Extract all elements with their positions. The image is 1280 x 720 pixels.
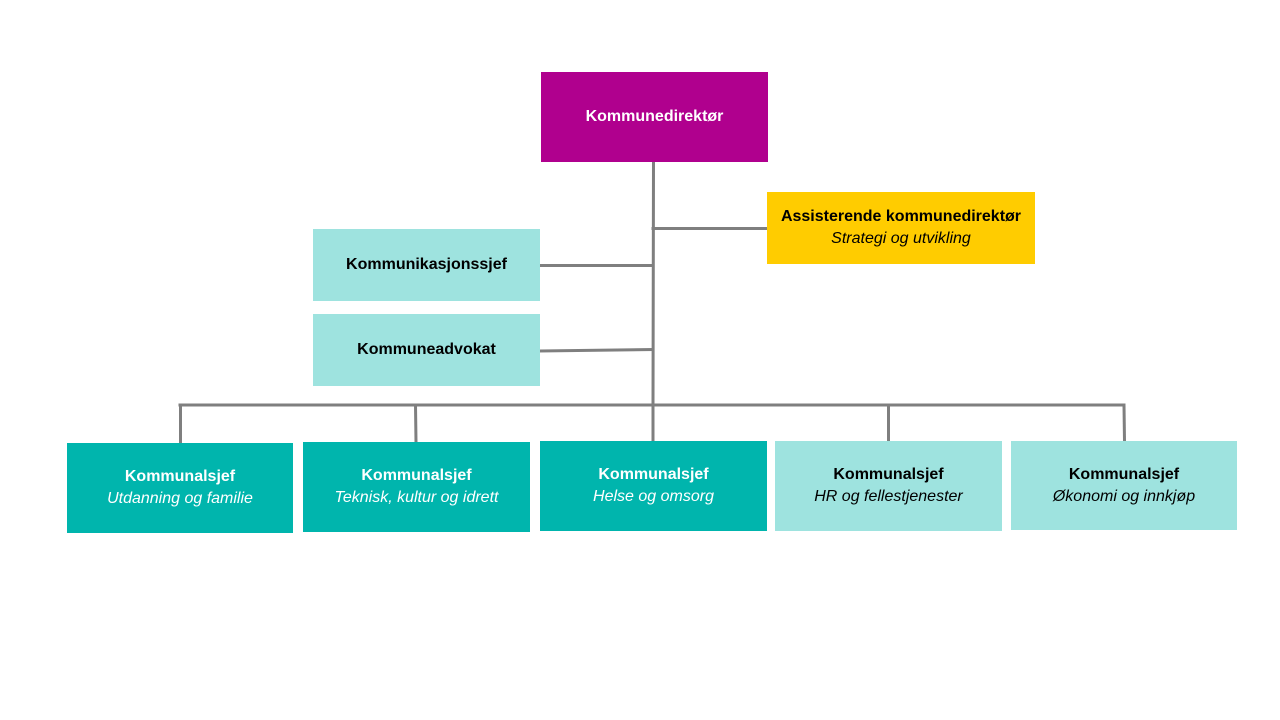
node-title: Assisterende kommunedirektør: [780, 208, 1022, 225]
connector-trunk: [651, 160, 656, 407]
node-title: Kommunalsjef: [1068, 465, 1180, 483]
node-subtitle: HR og fellestjenester: [814, 488, 963, 505]
node-title: Kommunalsjef: [833, 466, 944, 483]
node-title: Kommunalsjef: [124, 468, 236, 485]
node-title: Kommunedirektør: [585, 108, 724, 125]
node-title: Kommuneadvokat: [357, 341, 496, 358]
node-kommunalsjef-helse: Kommunalsjef Helse og omsorg: [540, 441, 767, 531]
node-subtitle: Teknisk, kultur og idrett: [334, 489, 499, 506]
node-subtitle: Helse og omsorg: [593, 488, 714, 505]
node-kommunikasjonssjef: Kommunikasjonssjef: [313, 229, 540, 301]
node-assisterende-kommunedirektor: Assisterende kommunedirektør Strategi og…: [767, 192, 1035, 264]
connector-economy: [1122, 403, 1127, 443]
connector-lawyer: [538, 347, 655, 353]
node-kommunalsjef-okonomi: Kommunalsjef Økonomi og innkjøp: [1011, 441, 1237, 530]
connector-technical: [413, 403, 418, 444]
node-kommuneadvokat: Kommuneadvokat: [313, 314, 540, 386]
node-kommunalsjef-hr: Kommunalsjef HR og fellestjenester: [775, 441, 1002, 531]
node-subtitle: Økonomi og innkjøp: [1052, 487, 1196, 505]
node-kommunalsjef-utdanning: Kommunalsjef Utdanning og familie: [67, 443, 293, 533]
node-kommunalsjef-teknisk: Kommunalsjef Teknisk, kultur og idrett: [303, 442, 530, 532]
node-kommunedirektor: Kommunedirektør: [541, 72, 768, 162]
node-title: Kommunalsjef: [598, 466, 709, 483]
node-subtitle: Utdanning og familie: [107, 490, 253, 507]
node-title: Kommunikasjonssjef: [346, 256, 507, 273]
node-title: Kommunalsjef: [361, 467, 472, 484]
node-subtitle: Strategi og utvikling: [831, 230, 971, 247]
